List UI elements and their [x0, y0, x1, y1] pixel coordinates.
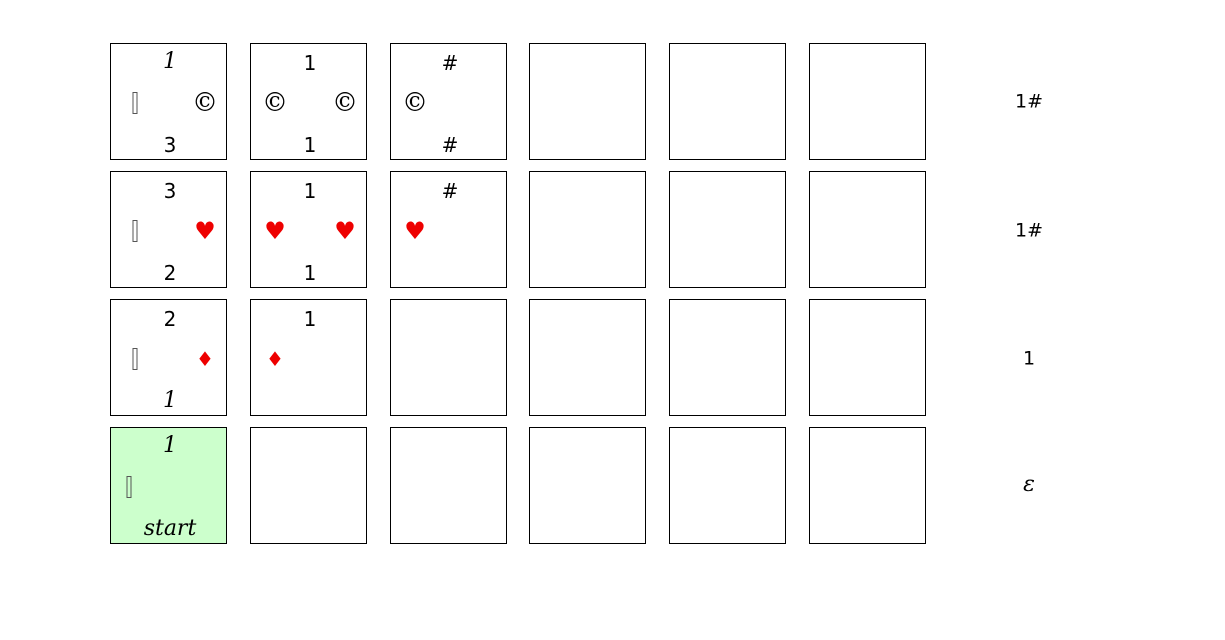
- tile-bottom-label: 3: [163, 133, 177, 157]
- tile-bottom-label: 1: [163, 388, 177, 413]
- copyright-icon: ©: [332, 88, 358, 118]
- tile-r2-c4: [669, 299, 786, 416]
- row-label: 1#: [1014, 90, 1043, 113]
- tile-top-label: 1: [303, 179, 317, 203]
- copyright-icon: ©: [262, 88, 288, 118]
- tile-r0-c3: [529, 43, 646, 160]
- blank-slot-icon: [132, 348, 138, 370]
- copyright-icon: ©: [192, 88, 218, 118]
- tile-top-label: 1: [303, 51, 317, 75]
- tile-top-label: 2: [163, 307, 177, 331]
- tile-bottom-label: 1: [303, 261, 317, 285]
- tile-r0-c2: # © #: [390, 43, 507, 160]
- tile-r1-c1: 1 ♥ ♥ 1: [250, 171, 367, 288]
- row-label: 1#: [1014, 219, 1043, 242]
- tile-top-label: 3: [163, 179, 177, 203]
- diamond-icon: ♦: [196, 347, 214, 371]
- heart-icon: ♥: [404, 217, 426, 245]
- tile-r3-c3: [529, 427, 646, 544]
- tile-top-label: #: [441, 179, 459, 203]
- tile-top-label: 1: [163, 433, 177, 458]
- tile-bottom-label: #: [441, 133, 459, 157]
- tile-r3-c5: [809, 427, 926, 544]
- blank-slot-icon: [132, 220, 138, 242]
- tile-r0-c0: 1 © 3: [110, 43, 227, 160]
- copyright-icon: ©: [402, 88, 428, 118]
- tile-r2-c2: [390, 299, 507, 416]
- start-label: start: [143, 516, 197, 541]
- diamond-icon: ♦: [266, 347, 284, 371]
- tile-top-label: 1: [303, 307, 317, 331]
- tile-r2-c0: 2 ♦ 1: [110, 299, 227, 416]
- tile-top-label: #: [441, 51, 459, 75]
- tile-r3-c4: [669, 427, 786, 544]
- tile-r0-c5: [809, 43, 926, 160]
- tile-bottom-label: 2: [163, 261, 177, 285]
- blank-slot-icon: [132, 92, 138, 114]
- tile-r2-c5: [809, 299, 926, 416]
- tile-bottom-label: 1: [303, 133, 317, 157]
- tile-r1-c0: 3 ♥ 2: [110, 171, 227, 288]
- row-label: 1: [1022, 347, 1036, 370]
- tile-r1-c2: # ♥: [390, 171, 507, 288]
- heart-icon: ♥: [194, 217, 216, 245]
- tile-r3-c1: [250, 427, 367, 544]
- blank-slot-icon: [126, 476, 132, 498]
- tile-top-label: 1: [163, 49, 177, 74]
- heart-icon: ♥: [264, 217, 286, 245]
- heart-icon: ♥: [334, 217, 356, 245]
- tile-r3-c2: [390, 427, 507, 544]
- tile-r1-c5: [809, 171, 926, 288]
- tile-r1-c4: [669, 171, 786, 288]
- tile-r0-c1: 1 © © 1: [250, 43, 367, 160]
- row-label: ε: [1023, 472, 1035, 497]
- tile-r2-c1: 1 ♦: [250, 299, 367, 416]
- start-tile: 1 start: [110, 427, 227, 544]
- tile-r1-c3: [529, 171, 646, 288]
- tile-r0-c4: [669, 43, 786, 160]
- tile-r2-c3: [529, 299, 646, 416]
